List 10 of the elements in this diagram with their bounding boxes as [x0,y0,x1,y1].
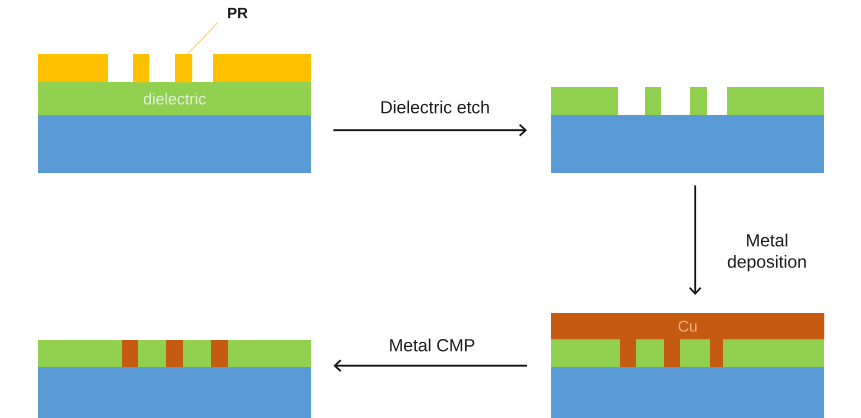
leader-line [187,22,218,54]
edge-label: Metal deposition [728,234,806,272]
layer-band: dielectric [38,82,312,116]
edge-label: Metal CMP [390,338,474,352]
edge-label: Dielectric etch [382,100,489,114]
arrow [333,124,527,136]
arrow [689,185,702,295]
layer-stack [551,87,824,173]
callout-label: PR [228,8,248,18]
arrow [333,360,527,372]
